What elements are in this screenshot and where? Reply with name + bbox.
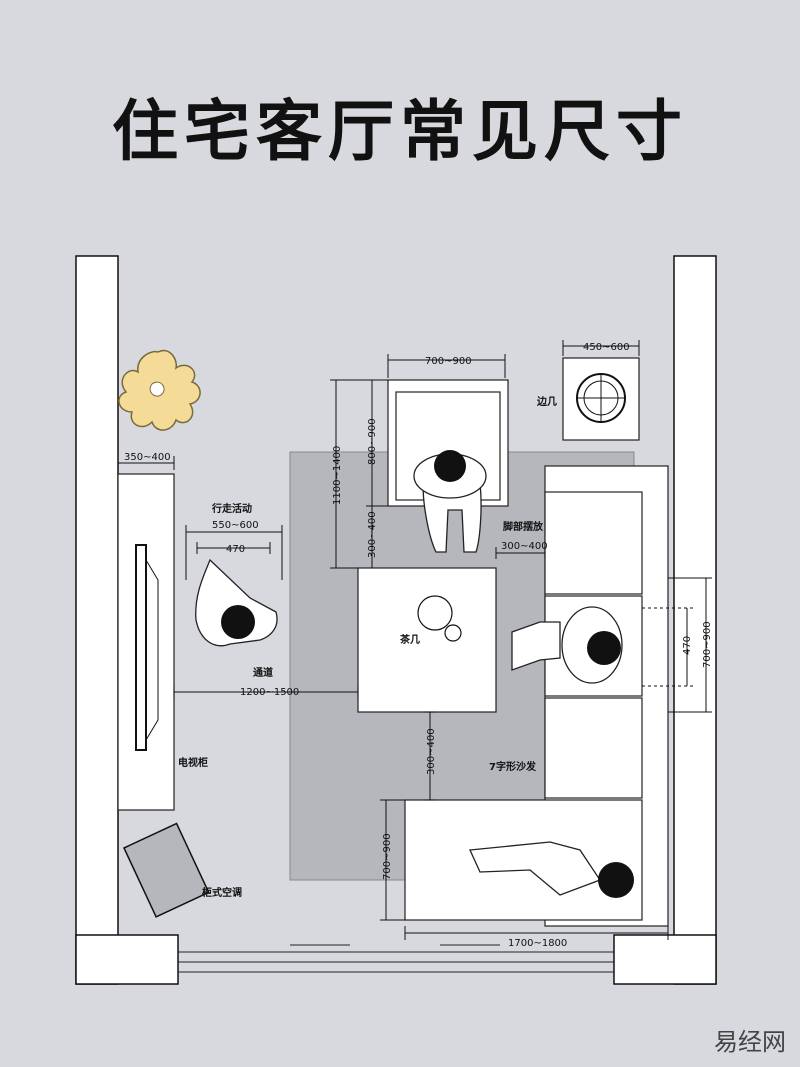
tv-cabinet-depth-label: 350~400 <box>124 452 171 463</box>
dimension-lines <box>117 340 712 940</box>
right-wall-bottom <box>613 934 717 985</box>
body-width-label: 470 <box>226 544 245 555</box>
person-walking-icon <box>195 558 278 647</box>
cabinet-ac <box>123 822 210 918</box>
side-table-lamp-icon <box>576 373 626 423</box>
l-sofa <box>404 465 669 927</box>
bottom-window <box>178 944 614 973</box>
person-lying-icon <box>469 841 634 898</box>
walking-activity-label: 行走活动 <box>211 502 252 515</box>
left-wall <box>75 255 119 985</box>
table-to-sofa-label: 300~400 <box>426 728 437 775</box>
side-table-label: 边几 <box>536 395 557 408</box>
armchair-depth-label: 800~900 <box>367 418 378 465</box>
sofa-length-label: 1700~1800 <box>508 938 567 949</box>
chair-to-table-label: 300~400 <box>367 511 378 558</box>
foot-space-size-label: 300~400 <box>501 541 548 552</box>
person-seated-icon <box>511 606 623 684</box>
seat-470-label: 470 <box>682 636 693 655</box>
cabinet-ac-label: 柜式空调 <box>201 886 242 899</box>
armchair-width-label: 700~900 <box>425 356 472 367</box>
page-title: 住宅客厅常见尺寸 <box>112 92 688 170</box>
coffee-table <box>357 567 497 713</box>
right-wall <box>673 255 717 985</box>
passage-width-label: 1200~1500 <box>240 687 299 698</box>
vase-icon <box>417 595 453 631</box>
chaise-width-label: 700~900 <box>382 833 393 880</box>
plant-icon <box>118 349 201 431</box>
tv-cabinet-label: 电视柜 <box>178 756 208 769</box>
watermark: 易经网 <box>714 1028 786 1056</box>
side-table-size-label: 450~600 <box>583 342 630 353</box>
left-wall-bottom <box>75 934 179 985</box>
armchair-total-label: 1100~1400 <box>332 446 343 505</box>
seat-700-900-label: 700~900 <box>702 621 713 668</box>
walk-range-label: 550~600 <box>212 520 259 531</box>
tv <box>135 544 147 751</box>
foot-space-label: 脚部摆放 <box>503 520 544 533</box>
l-sofa-label: 7字形沙发 <box>489 760 537 773</box>
coffee-table-label: 茶几 <box>399 633 420 646</box>
person-armchair-icon <box>413 450 487 553</box>
passage-label: 通道 <box>253 666 273 679</box>
